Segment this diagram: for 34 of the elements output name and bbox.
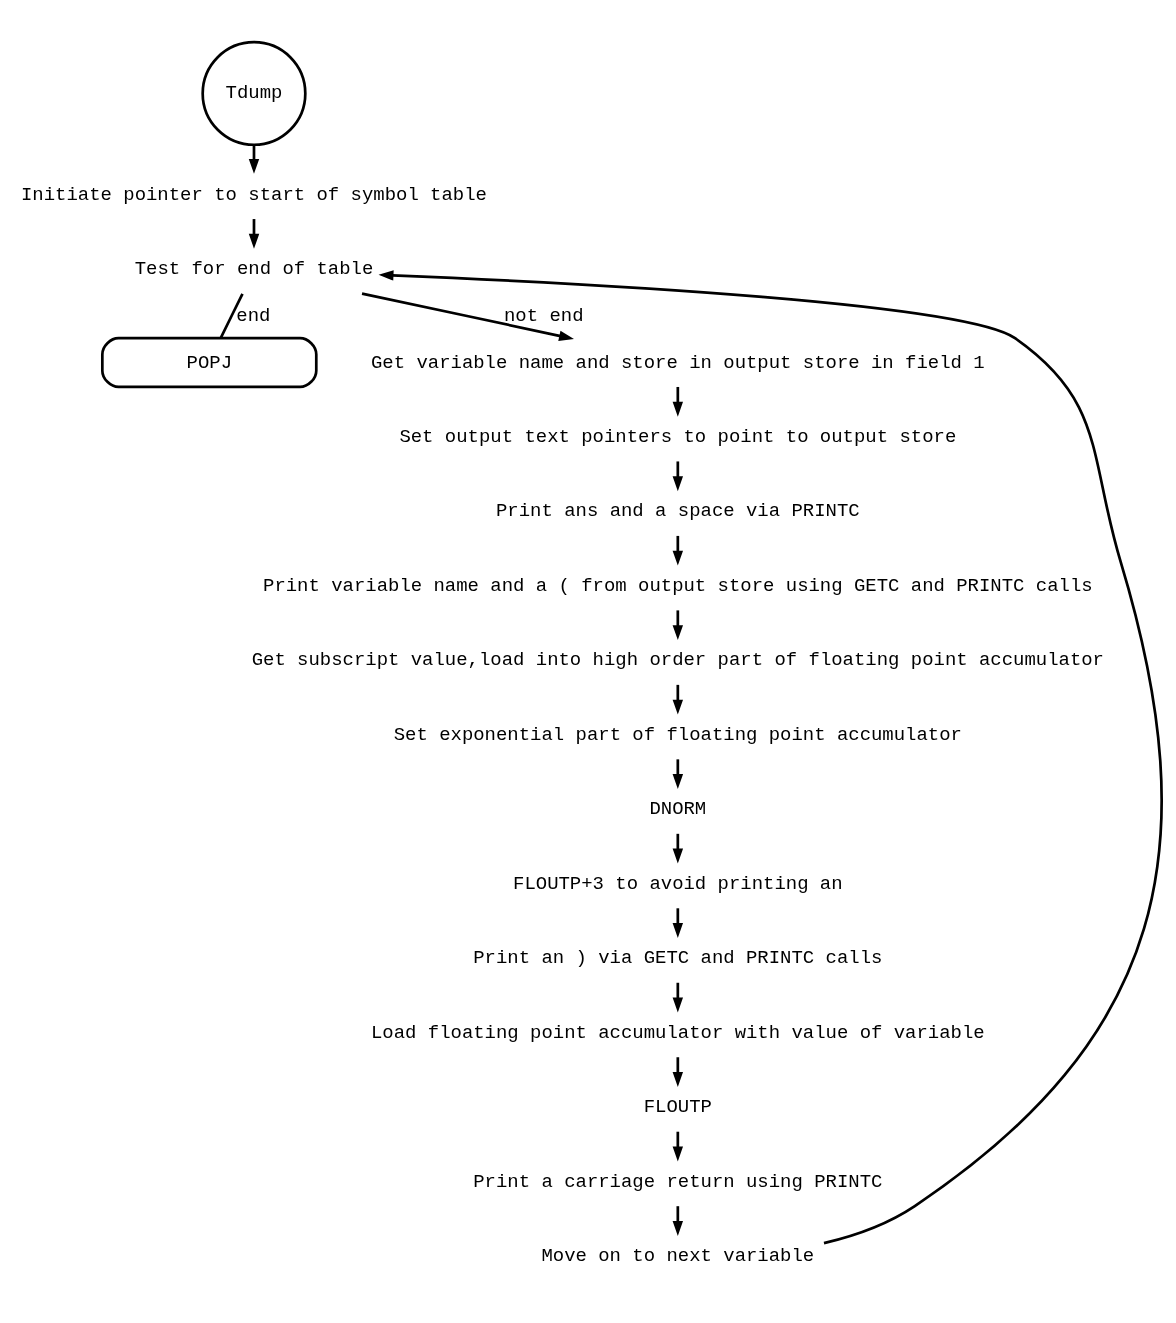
arrow <box>378 270 1163 1245</box>
node-text: Get subscript value,load into high order part of floating point accumulator <box>251 649 1104 672</box>
node-text: Get variable name and store in output store in field 1 <box>370 351 985 374</box>
node-box: POPJ <box>100 336 318 389</box>
arrow <box>672 908 684 938</box>
node-text: Set output text pointers to point to output store <box>399 426 957 448</box>
edge-label: not end <box>503 304 584 327</box>
node-text: FLOUTP+3 to avoid printing an <box>513 872 843 895</box>
arrow <box>672 535 684 566</box>
arrow <box>672 610 684 641</box>
connector <box>219 293 244 339</box>
node-text: Move on to next variable <box>541 1245 815 1268</box>
arrow <box>672 684 684 715</box>
node-text: Print variable name and a ( from output store using GETC and PRINTC calls <box>263 574 1093 597</box>
arrow <box>672 1131 684 1162</box>
arrow <box>361 292 574 341</box>
arrow <box>672 386 684 417</box>
node-text: Test for end of table <box>134 258 374 281</box>
node-text: Set exponential part of floating point accumulator <box>393 723 962 746</box>
node-text: Print a carriage return using PRINTC <box>473 1170 883 1193</box>
node-text: Initiate pointer to start of symbol table <box>21 183 487 206</box>
arrow <box>672 982 684 1013</box>
node-text: Load floating point accumulator with value of variable <box>370 1021 985 1044</box>
node-circle: Tdump <box>201 40 307 147</box>
node-text: Print ans and a space via PRINTC <box>495 500 860 523</box>
node-text: Print an ) via GETC and PRINTC calls <box>473 947 883 970</box>
node-text: DNORM <box>649 798 707 821</box>
arrow <box>672 1057 684 1087</box>
arrow <box>672 461 684 492</box>
edge-label: end <box>236 304 271 327</box>
arrow <box>672 759 684 790</box>
node-text: FLOUTP <box>643 1096 712 1119</box>
arrow <box>672 833 684 864</box>
arrow <box>672 1206 684 1236</box>
